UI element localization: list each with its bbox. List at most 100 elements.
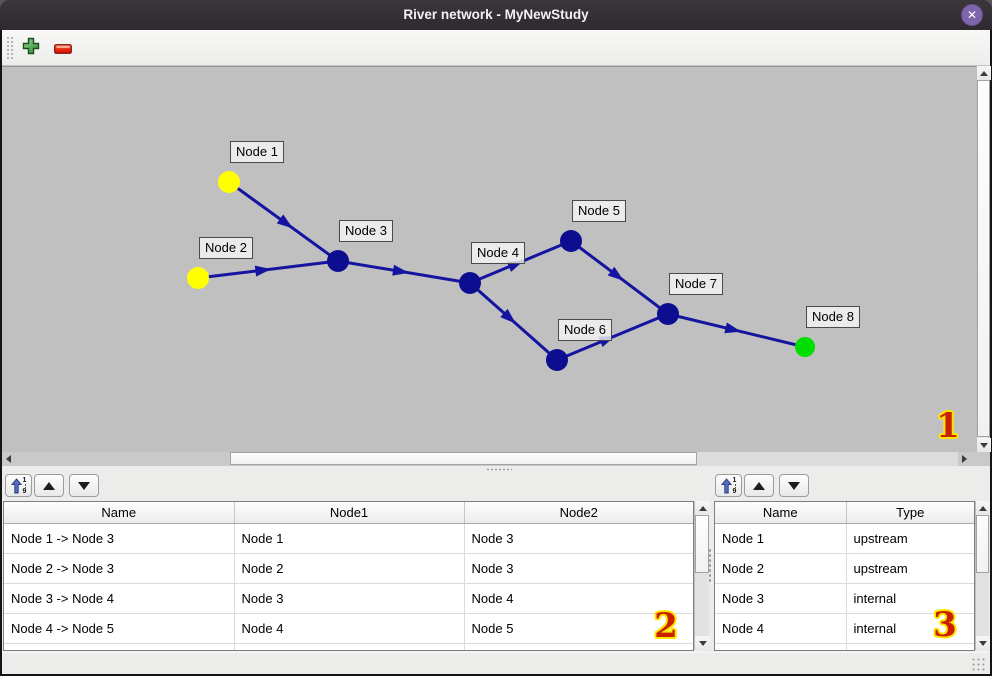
- cell[interactable]: Node 3: [234, 583, 465, 614]
- cell[interactable]: Node 2: [234, 553, 465, 584]
- cell[interactable]: internal: [846, 613, 974, 644]
- column-header[interactable]: Type: [846, 502, 974, 524]
- cell[interactable]: upstream: [846, 523, 974, 554]
- scroll-up-icon: [979, 505, 987, 511]
- scroll-down-button[interactable]: [976, 636, 990, 650]
- edge-arrow-icon: [276, 214, 293, 229]
- node-table-scroll-thumb[interactable]: [976, 515, 989, 573]
- node-label[interactable]: Node 8: [806, 306, 860, 328]
- column-header[interactable]: Name: [4, 502, 235, 524]
- hscroll-track-right[interactable]: [697, 452, 958, 466]
- status-bar: [2, 652, 990, 674]
- node-table-move-down-button[interactable]: [779, 474, 809, 497]
- canvas-vscroll-thumb[interactable]: [977, 80, 990, 437]
- cell[interactable]: internal: [846, 583, 974, 614]
- node-table-sort-button[interactable]: 1 9: [715, 474, 742, 497]
- move-down-icon: [788, 481, 800, 490]
- window-title: River network - MyNewStudy: [403, 7, 589, 22]
- node-circle[interactable]: [218, 171, 240, 193]
- close-button[interactable]: ✕: [961, 4, 983, 26]
- cell[interactable]: Node 4: [464, 583, 693, 614]
- scroll-left-button[interactable]: [2, 452, 15, 466]
- cell[interactable]: Node 4: [234, 613, 465, 644]
- cell[interactable]: Node 3 -> Node 4: [4, 583, 235, 614]
- cell[interactable]: upstream: [846, 553, 974, 584]
- node-table-scrollbar[interactable]: [975, 501, 990, 650]
- cell[interactable]: Node 3: [464, 523, 693, 554]
- scroll-up-button[interactable]: [977, 66, 991, 80]
- cell[interactable]: Node 4: [715, 613, 847, 644]
- cell[interactable]: Node 2: [715, 553, 847, 584]
- node-circle[interactable]: [459, 272, 481, 294]
- scroll-up-button[interactable]: [695, 501, 710, 515]
- titlebar[interactable]: River network - MyNewStudy ✕: [0, 0, 992, 30]
- sort-digit-1: 1: [732, 476, 737, 484]
- cell[interactable]: Node 1: [234, 523, 465, 554]
- canvas-vertical-scrollbar[interactable]: [976, 66, 991, 452]
- scroll-left-icon: [6, 455, 11, 463]
- network-canvas[interactable]: Node 1 Node 2 Node 3 Node 4 Node 5 Node 6 Node…: [2, 66, 976, 452]
- toolbar-drag-handle-icon[interactable]: [6, 36, 14, 60]
- vertical-splitter[interactable]: [708, 548, 712, 582]
- cell[interactable]: Node 5: [464, 613, 693, 644]
- edge-table-scrollbar[interactable]: [694, 501, 710, 650]
- scroll-down-icon: [979, 640, 987, 646]
- edge-arrow-icon: [500, 308, 516, 324]
- remove-node-button[interactable]: [54, 41, 72, 59]
- column-header[interactable]: Node1: [234, 502, 465, 524]
- column-header[interactable]: Name: [715, 502, 847, 524]
- column-header[interactable]: Node2: [464, 502, 693, 524]
- cell[interactable]: Node 3: [715, 583, 847, 614]
- scroll-up-button[interactable]: [976, 501, 990, 515]
- node-circle[interactable]: [560, 230, 582, 252]
- sort-ascending-icon: 1 9: [10, 477, 26, 495]
- edge-table-sort-button[interactable]: 1 9: [5, 474, 32, 497]
- node-label[interactable]: Node 5: [572, 200, 626, 222]
- red-minus-icon: [54, 44, 72, 54]
- resize-grip-icon[interactable]: [971, 657, 986, 671]
- node-label[interactable]: Node 3: [339, 220, 393, 242]
- cell[interactable]: Node 3: [464, 553, 693, 584]
- node-label[interactable]: Node 7: [669, 273, 723, 295]
- add-node-button[interactable]: [22, 37, 40, 60]
- node-label[interactable]: Node 6: [558, 319, 612, 341]
- scroll-right-button[interactable]: [958, 452, 971, 466]
- canvas-horizontal-scrollbar[interactable]: [2, 452, 990, 466]
- edge-table-scroll-thumb[interactable]: [695, 515, 709, 573]
- cell[interactable]: Node 2 -> Node 3: [4, 553, 235, 584]
- node-label[interactable]: Node 2: [199, 237, 253, 259]
- move-up-icon: [43, 481, 55, 490]
- node-circle[interactable]: [327, 250, 349, 272]
- node-table-move-up-button[interactable]: [744, 474, 774, 497]
- edge-arrow-icon: [392, 264, 409, 276]
- edge-table-move-down-button[interactable]: [69, 474, 99, 497]
- node-circle[interactable]: [657, 303, 679, 325]
- node-circle[interactable]: [546, 349, 568, 371]
- scroll-down-button[interactable]: [695, 636, 710, 650]
- node-circle[interactable]: [187, 267, 209, 289]
- cell[interactable]: Node 4 -> Node 5: [4, 613, 235, 644]
- cell[interactable]: Node 1: [715, 523, 847, 554]
- canvas-hscroll-thumb[interactable]: [230, 452, 697, 465]
- edge-arrow-icon: [607, 266, 624, 281]
- horizontal-splitter[interactable]: [2, 466, 990, 472]
- node-label[interactable]: Node 1: [230, 141, 284, 163]
- node-label[interactable]: Node 4: [471, 242, 525, 264]
- edge-table-move-up-button[interactable]: [34, 474, 64, 497]
- cell[interactable]: Node 1 -> Node 3: [4, 523, 235, 554]
- node-circle[interactable]: [795, 337, 815, 357]
- scroll-down-button[interactable]: [977, 438, 991, 452]
